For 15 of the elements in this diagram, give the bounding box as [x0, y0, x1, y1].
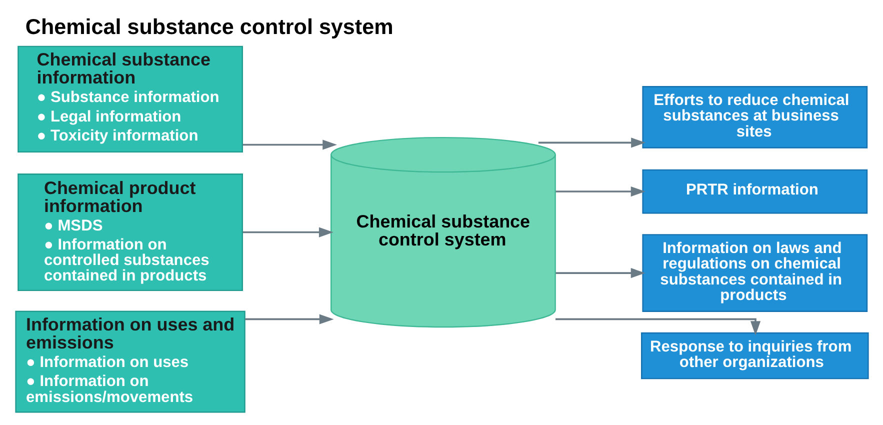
- arrow: [242, 140, 337, 150]
- node-box: Response to inquiries from other organizations: [640, 332, 868, 380]
- node-box: Chemical product information ● MSDS ● Information on controlled substances contained in products: [17, 174, 242, 292]
- node-box: Information on uses and emissions ● Information on uses ● Information on emissions/movements: [14, 310, 245, 413]
- diagram-title: Chemical substance control system: [24, 14, 393, 39]
- arrow: [555, 186, 645, 197]
- arrow: [555, 318, 760, 336]
- arrow: [555, 268, 645, 278]
- node-box: Information on laws and regulations on chemical substances contained in products: [642, 234, 868, 312]
- arrow: [242, 227, 333, 238]
- node-box: PRTR information: [642, 169, 868, 214]
- node-box: Efforts to reduce chemical substances at business sites: [642, 86, 868, 148]
- node-box: Chemical substance information ● Substance information ● Legal information ● Toxicity information: [17, 46, 242, 153]
- arrow: [538, 138, 645, 148]
- arrow: [244, 314, 334, 324]
